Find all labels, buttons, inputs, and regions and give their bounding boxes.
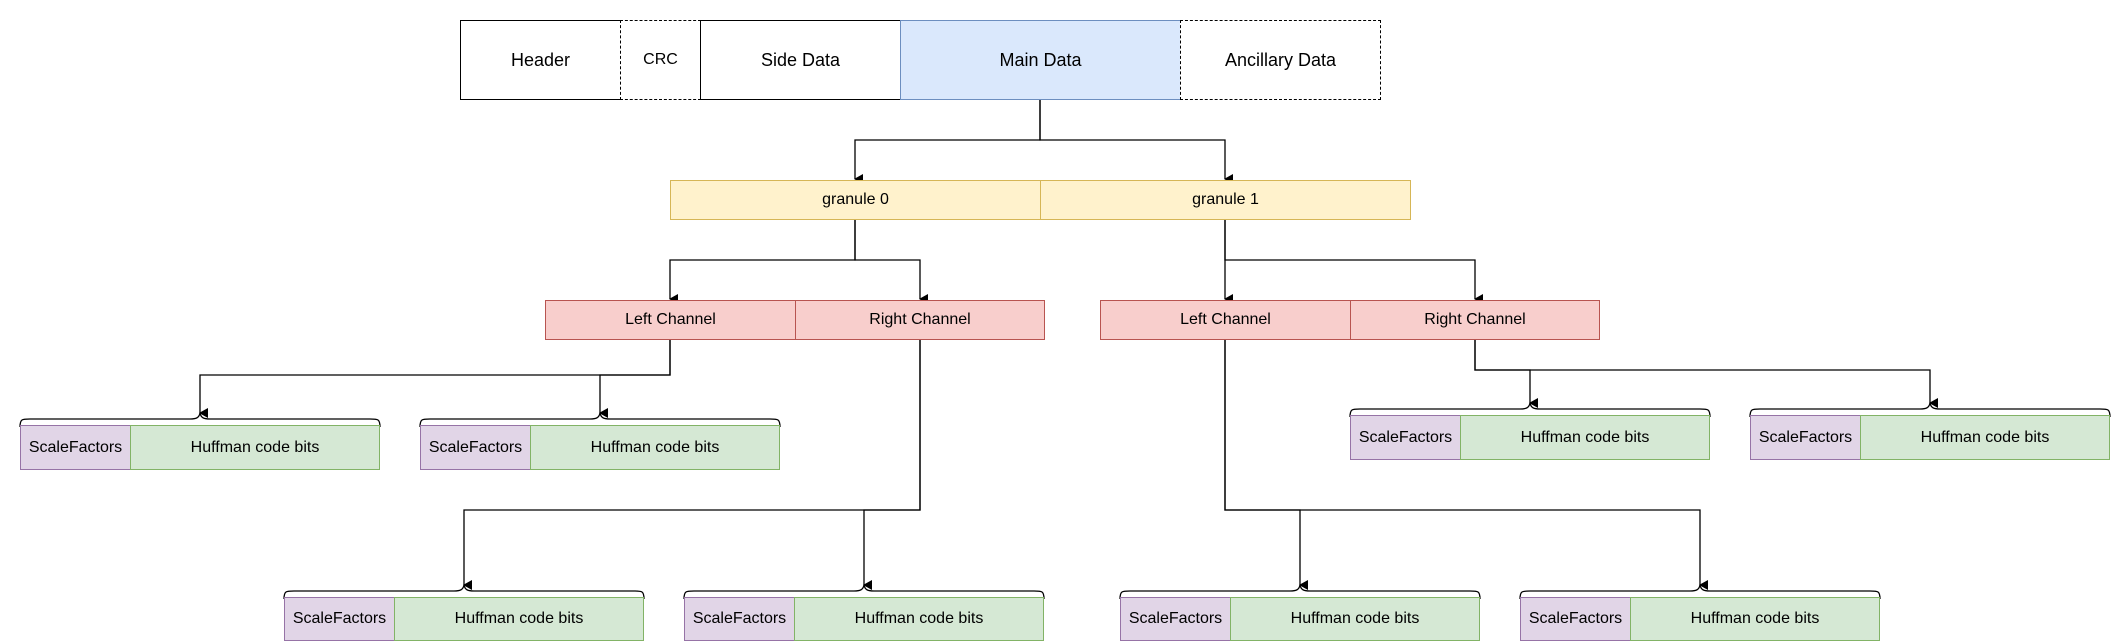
granule-0-right-channel: Right Channel [795,300,1045,340]
huffman-label: Huffman code bits [1290,610,1420,627]
connector-g1-to-right [1224,220,1483,304]
granule-1-label: granule 1 [1192,191,1259,208]
g0-left-a-scalefactors: ScaleFactors [20,425,131,470]
brace-g0l-b [419,412,781,428]
brace-g1l-a [1119,584,1481,600]
brace-g1l-b [1519,584,1881,600]
scalefactors-label: ScaleFactors [1128,610,1223,627]
g0-right-b-scalefactors: ScaleFactors [684,597,795,641]
brace-g0r-a [283,584,645,600]
huffman-label: Huffman code bits [1690,610,1820,627]
side-data-block: Side Data [700,20,901,100]
g1-right-b-huffman: Huffman code bits [1860,415,2110,460]
connector-g0l-to-pair-b [599,340,671,418]
g1-right-b-scalefactors: ScaleFactors [1750,415,1861,460]
left-channel-label: Left Channel [625,311,716,328]
header-label: Header [510,49,571,70]
connector-g0-to-right [854,220,928,304]
connector-g1r-to-pair-a [1474,340,1538,408]
connector-main-to-granule-0 [854,100,1041,184]
g0-left-b-scalefactors: ScaleFactors [420,425,531,470]
scalefactors-label: ScaleFactors [292,610,387,627]
granule-0-label: granule 0 [822,191,889,208]
scalefactors-label: ScaleFactors [1528,610,1623,627]
g0-right-a-huffman: Huffman code bits [394,597,644,641]
huffman-label: Huffman code bits [1920,428,2050,446]
connector-g1r-to-pair-b [1474,340,1938,408]
connector-g0r-to-pair-b [863,340,921,590]
g0-right-b-huffman: Huffman code bits [794,597,1044,641]
g1-left-a-huffman: Huffman code bits [1230,597,1480,641]
g1-left-a-scalefactors: ScaleFactors [1120,597,1231,641]
huffman-label: Huffman code bits [454,610,584,627]
granule-1: granule 1 [1040,180,1411,220]
scalefactors-label: ScaleFactors [1358,428,1453,446]
g0-left-b-huffman: Huffman code bits [530,425,780,470]
g1-left-b-huffman: Huffman code bits [1630,597,1880,641]
g1-right-a-scalefactors: ScaleFactors [1350,415,1461,460]
g0-left-a-huffman: Huffman code bits [130,425,380,470]
brace-g1r-b [1749,402,2111,418]
ancillary-data-block: Ancillary Data [1180,20,1381,100]
g1-left-b-scalefactors: ScaleFactors [1520,597,1631,641]
crc-label: CRC [643,50,678,68]
connector-main-to-granule-1 [1039,100,1233,184]
granule-0-left-channel: Left Channel [545,300,796,340]
huffman-label: Huffman code bits [190,438,320,456]
huffman-label: Huffman code bits [1520,428,1650,446]
main-data-label: Main Data [999,49,1082,70]
granule-0: granule 0 [670,180,1041,220]
brace-g0l-a [19,412,381,428]
scalefactors-label: ScaleFactors [428,438,523,456]
huffman-label: Huffman code bits [590,438,720,456]
ancillary-data-label: Ancillary Data [1224,49,1337,70]
connector-g1l-to-pair-b [1224,340,1708,590]
g0-right-a-scalefactors: ScaleFactors [284,597,395,641]
brace-g0r-b [683,584,1045,600]
crc-block: CRC [620,20,701,100]
right-channel-label: Right Channel [1424,311,1526,328]
scalefactors-label: ScaleFactors [692,610,787,627]
header-block: Header [460,20,621,100]
connector-g1l-to-pair-a [1224,340,1308,590]
scalefactors-label: ScaleFactors [28,438,123,456]
huffman-label: Huffman code bits [854,610,984,627]
left-channel-label: Left Channel [1180,311,1271,328]
connector-g0-to-left [669,220,856,304]
main-data-block: Main Data [900,20,1181,100]
brace-g1r-a [1349,402,1711,418]
scalefactors-label: ScaleFactors [1758,428,1853,446]
granule-1-right-channel: Right Channel [1350,300,1600,340]
granule-1-left-channel: Left Channel [1100,300,1351,340]
right-channel-label: Right Channel [869,311,971,328]
g1-right-a-huffman: Huffman code bits [1460,415,1710,460]
side-data-label: Side Data [760,49,841,70]
